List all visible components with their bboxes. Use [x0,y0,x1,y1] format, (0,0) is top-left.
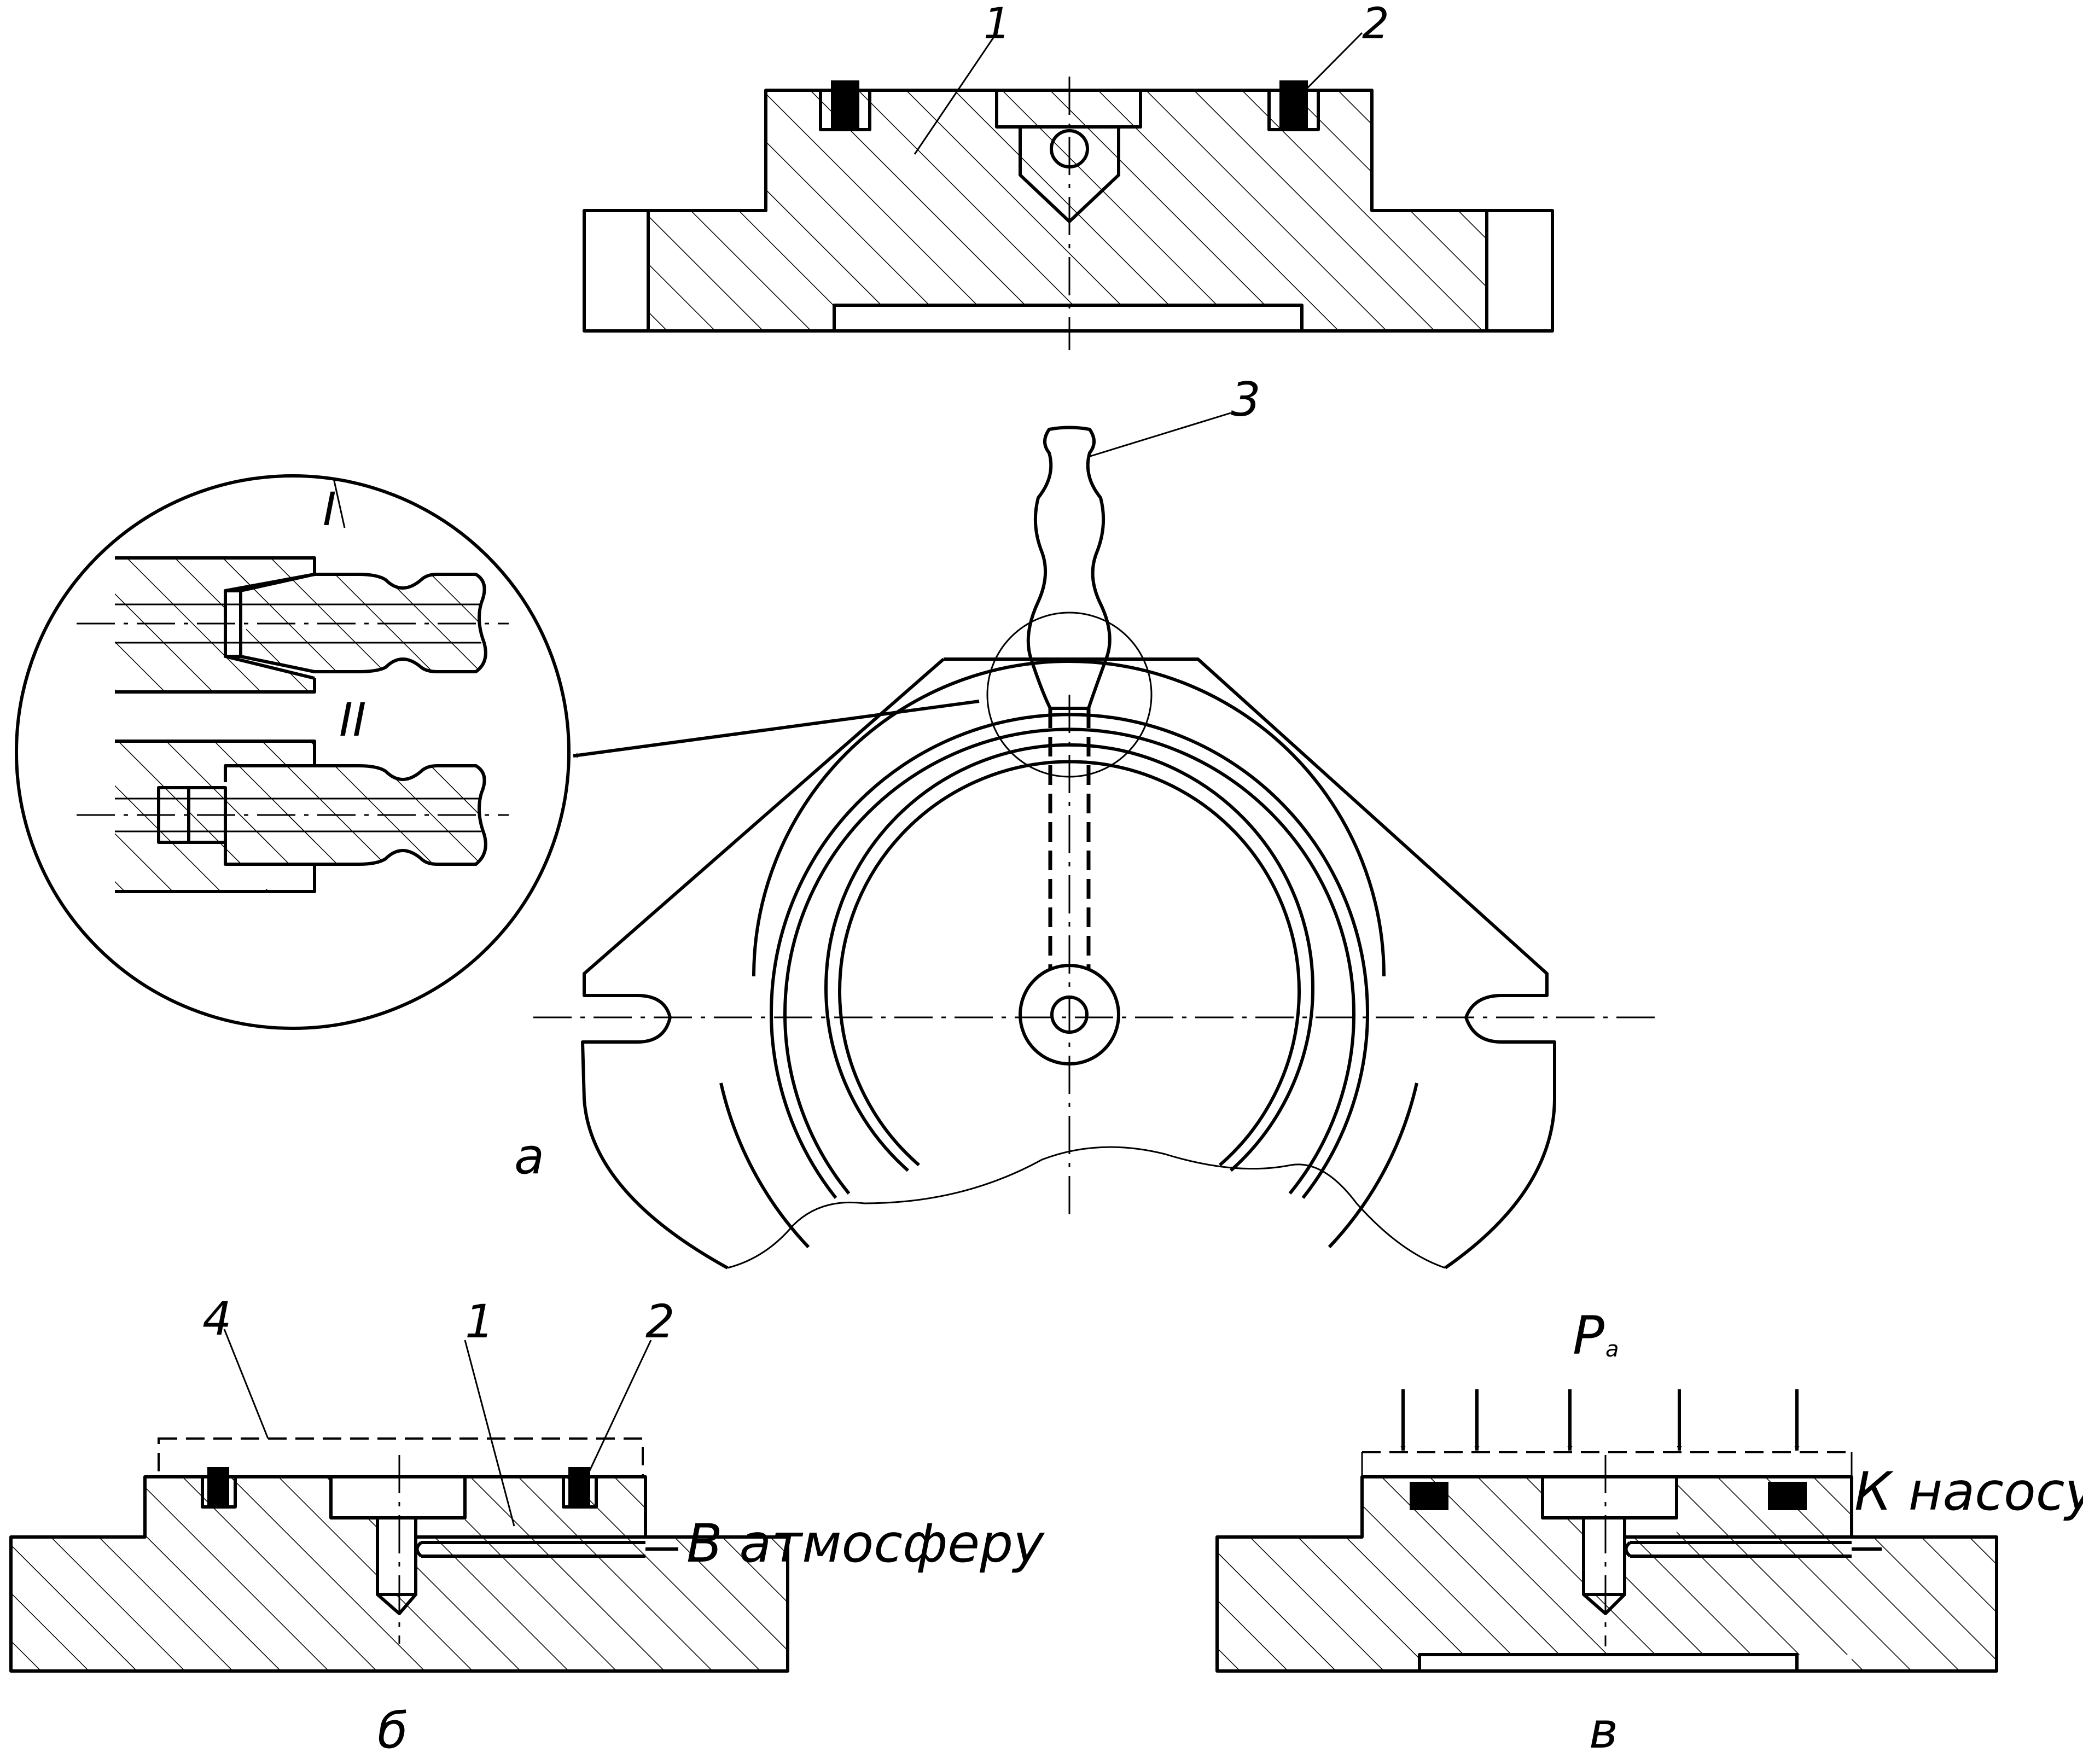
label-item-2-b: 2 [645,1295,674,1348]
label-to-pump: К насосу [1854,1461,2083,1522]
break-line [727,1146,1446,1269]
view-b-locator [376,1516,417,1615]
top-seal-left [831,80,859,130]
view-b-cover-4 [158,1437,644,1478]
top-section-view: 1 2 [583,0,1554,350]
top-bottom-recess [833,304,1304,333]
label-pressure-sub: а [1605,1337,1619,1362]
main-view-a: 3 а [514,372,1657,1270]
label-item-1-b: 1 [465,1295,494,1348]
label-item-1-top: 1 [984,0,1011,49]
label-view-v: в [1589,1702,1618,1760]
view-v-locator [1582,1516,1626,1615]
label-to-atmosphere: В атмосферу [686,1513,1045,1574]
top-body-outline [583,89,1554,333]
label-view-a: а [514,1128,544,1185]
label-item-2-top: 2 [1362,0,1389,49]
detail-I-tooth [241,574,486,672]
label-detail-I: I [323,482,336,536]
top-body-hatch [648,90,1487,331]
housing-outline [944,657,1556,1270]
label-item-3: 3 [1231,372,1261,427]
label-item-4: 4 [202,1292,231,1346]
detail-leader [573,700,980,758]
tooth-3 [1026,426,1112,710]
label-pressure-p: P [1573,1305,1604,1366]
view-v-bottom-recess [1418,1653,1799,1673]
detail-view: I II [15,474,571,1030]
detail-circle [15,474,571,1030]
label-view-b: б [377,1702,408,1760]
label-detail-II: II [339,693,366,747]
view-v: P а К насосу в [1215,1305,2083,1760]
top-seal-right [1279,80,1308,130]
top-locator-socket [995,89,1142,223]
view-b: 4 1 2 В атмосферу б [9,1292,1045,1760]
